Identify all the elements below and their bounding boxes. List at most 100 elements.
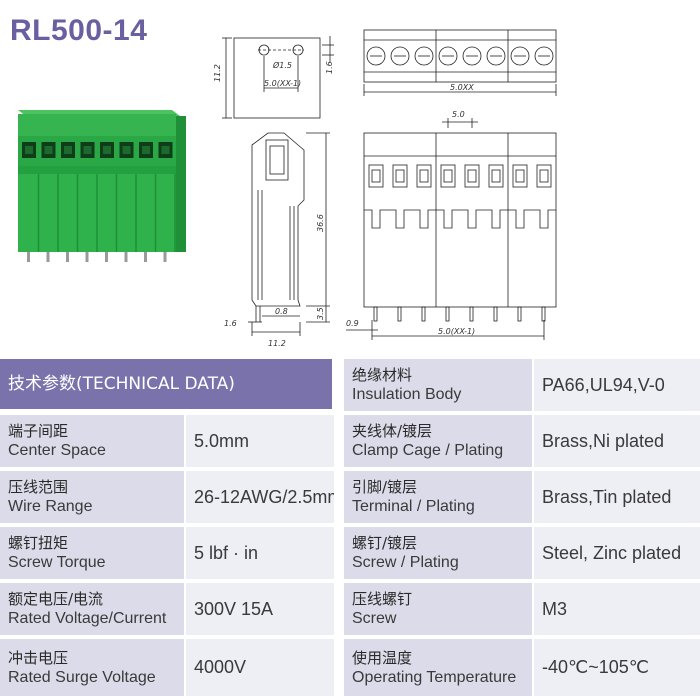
front-view-window	[512, 164, 528, 188]
spec-label: 压线范围 Wire Range	[0, 471, 184, 523]
front-view	[363, 132, 557, 308]
spec-value: Brass,Ni plated	[534, 415, 700, 467]
spec-label-en: Screw Torque	[8, 554, 106, 571]
top-view-screw	[438, 46, 458, 66]
top-view	[363, 29, 557, 83]
front-view-window	[464, 164, 480, 188]
spec-value-text: Brass,Ni plated	[542, 430, 665, 451]
spec-label-cn: 压线螺钉	[352, 590, 413, 608]
spec-label-cn: 引脚/镀层	[352, 478, 418, 496]
top-view-screw	[534, 46, 554, 66]
dim-1-6-bottom-label: 1.6	[224, 319, 237, 328]
spec-label-cn: 螺钉扭矩	[8, 534, 69, 552]
front-view-pin	[397, 306, 402, 322]
spec-value-text: Steel, Zinc plated	[542, 542, 682, 563]
front-view-pin	[421, 306, 426, 322]
spec-value-text: M3	[542, 598, 568, 619]
dim-3-5-label: 3.5	[316, 307, 325, 320]
front-view-window	[488, 164, 504, 188]
dim-1-6-top-label: 1.6	[325, 61, 334, 74]
spec-value-text: 5.0mm	[194, 430, 250, 451]
front-view-pin	[493, 306, 498, 322]
front-view-window	[536, 164, 552, 188]
spec-value: 4000V	[186, 639, 334, 696]
front-view-pin	[445, 306, 450, 322]
photo-pin	[46, 252, 50, 262]
front-view-window	[416, 164, 432, 188]
spec-label-en: Screw	[352, 610, 397, 627]
spec-label-cn: 端子间距	[8, 422, 69, 440]
hole-diameter-label: Ø1.5	[272, 60, 292, 70]
table-header-label: 技术参数(TECHNICAL DATA)	[8, 373, 235, 394]
top-view-screw	[414, 46, 434, 66]
front-view-window	[440, 164, 456, 188]
spec-value: M3	[534, 583, 700, 635]
top-width-label: 5.0XX	[450, 83, 474, 92]
front-width-label: 5.0(XX-1)	[438, 327, 475, 336]
spec-label-en: Wire Range	[8, 498, 93, 515]
photo-pin	[105, 252, 108, 262]
photo-pin	[124, 252, 128, 262]
spec-label: 压线螺钉 Screw	[344, 583, 532, 635]
photo-pin	[163, 252, 167, 262]
top-view-screw	[366, 46, 386, 66]
spec-value: Steel, Zinc plated	[534, 527, 700, 579]
spec-label-en: Center Space	[8, 442, 106, 459]
spec-value: PA66,UL94,V-0	[534, 359, 700, 411]
hole-pattern-view	[233, 37, 321, 119]
spec-label-cn: 使用温度	[352, 648, 413, 667]
spec-label: 绝缘材料 Insulation Body	[344, 359, 532, 411]
photo-pin	[66, 252, 69, 262]
spec-label-cn: 夹线体/镀层	[352, 422, 433, 440]
front-view-window	[392, 164, 408, 188]
spec-value: 5 lbf · in	[186, 527, 334, 579]
table-header: 技术参数(TECHNICAL DATA)	[0, 359, 332, 409]
spec-value-text: Brass,Tin plated	[542, 486, 672, 507]
spec-label-en: Rated Surge Voltage	[8, 668, 156, 686]
front-view-window	[368, 164, 384, 188]
hole-pitch-label: 5.0(XX-1)	[264, 79, 301, 88]
spec-label-cn: 螺钉/镀层	[352, 534, 418, 552]
spec-value: 5.0mm	[186, 415, 334, 467]
spec-value: 300V 15A	[186, 583, 334, 635]
spec-label: 螺钉扭矩 Screw Torque	[0, 527, 184, 579]
photo-pin	[27, 252, 30, 262]
front-view-pin	[373, 306, 378, 322]
spec-value-text: 5 lbf · in	[194, 542, 259, 563]
product-title: RL500-14	[10, 14, 148, 47]
spec-value: Brass,Tin plated	[534, 471, 700, 523]
height-top-label: 11.2	[213, 64, 222, 82]
product-photo	[18, 110, 186, 262]
spec-label-en: Terminal / Plating	[352, 498, 475, 515]
dim-0-9-label: 0.9	[346, 319, 359, 328]
spec-label-cn: 压线范围	[8, 478, 69, 496]
photo-pin	[144, 252, 147, 262]
spec-value-text: -40℃~105℃	[542, 657, 649, 677]
dim-0-8-label: 0.8	[275, 307, 288, 316]
spec-label-cn: 绝缘材料	[352, 366, 413, 384]
spec-label-en: Operating Temperature	[352, 668, 517, 686]
spec-value: 26-12AWG/2.5mm²	[186, 471, 334, 523]
width-side-label: 11.2	[268, 339, 286, 348]
spec-label-cn: 额定电压/电流	[8, 590, 104, 608]
technical-data-table: 技术参数(TECHNICAL DATA) 端子间距 Center Space 5.0…	[0, 359, 700, 696]
photo-pin	[85, 252, 89, 262]
spec-label-cn: 冲击电压	[8, 648, 69, 667]
spec-label: 端子间距 Center Space	[0, 415, 184, 467]
front-view-pin	[517, 306, 522, 322]
technical-drawing: Ø1.5 5.0(XX-1) 11.2 1.6 5.0XX 5.0 36.6 0…	[213, 29, 557, 348]
front-view-pin	[541, 306, 546, 322]
spec-value-text: 4000V	[194, 657, 247, 677]
front-view-pin	[469, 306, 474, 322]
spec-value-text: 300V 15A	[194, 598, 274, 619]
spec-value: -40℃~105℃	[534, 639, 700, 696]
spec-label-en: Insulation Body	[352, 386, 462, 403]
top-view-screw	[462, 46, 482, 66]
height-side-label: 36.6	[316, 214, 325, 232]
side-view	[251, 132, 305, 307]
